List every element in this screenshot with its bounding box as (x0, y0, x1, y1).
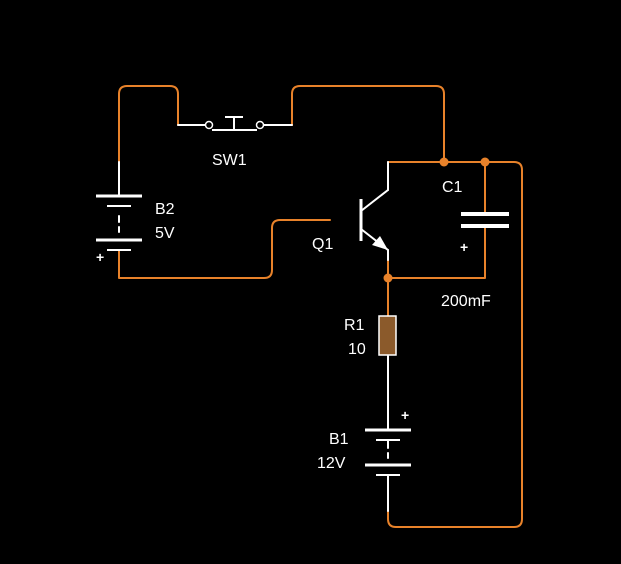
junction-dot (439, 157, 449, 167)
wire-b2-to-sw1 (118, 85, 179, 163)
wire-sw1-to-collector (291, 85, 445, 163)
b1-value: 12V (317, 455, 346, 472)
b1-plus-sign: + (401, 407, 409, 423)
wire-collector-rail (387, 161, 523, 528)
b2-label: B2 (155, 201, 175, 218)
q1-label: Q1 (312, 236, 333, 253)
switch-sw1[interactable] (204, 116, 265, 131)
battery-b1 (365, 428, 411, 512)
wire-emitter-to-c1 (387, 227, 486, 279)
sw1-label: SW1 (212, 152, 247, 169)
transistor-q1 (359, 161, 389, 261)
switch-contact-right (255, 120, 265, 130)
resistor-r1 (378, 315, 397, 356)
switch-contact-left (204, 120, 214, 130)
battery-b2 (96, 161, 142, 251)
c1-value: 200mF (441, 293, 491, 310)
capacitor-c1 (461, 212, 509, 228)
c1-plus-sign: + (460, 239, 468, 255)
junction-dot (480, 157, 490, 167)
b2-plus-sign: + (96, 249, 104, 265)
b1-label: B1 (329, 431, 349, 448)
junction-dot (383, 273, 393, 283)
r1-label: R1 (344, 317, 365, 334)
wire-b2-to-base (118, 219, 331, 279)
b2-value: 5V (155, 225, 175, 242)
transistor-emitter-arrow (372, 236, 388, 250)
r1-value: 10 (348, 341, 366, 358)
c1-label: C1 (442, 179, 463, 196)
transistor-collector-lead (360, 189, 389, 212)
